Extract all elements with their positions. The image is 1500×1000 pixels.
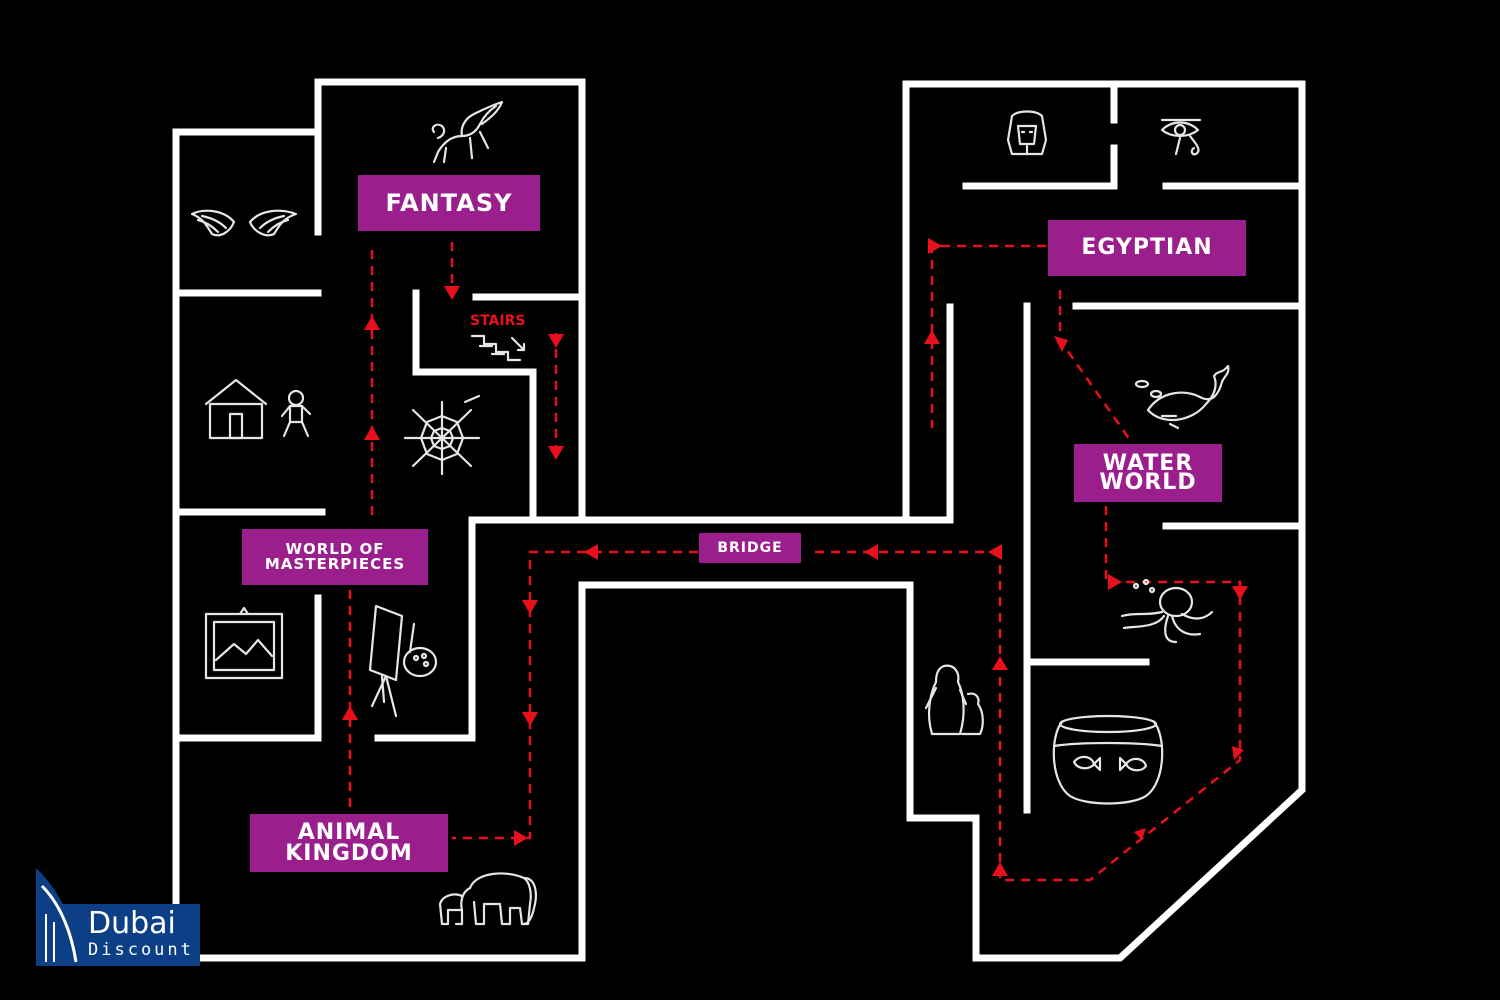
dubai-discount-logo: Dubai Discount [36, 866, 200, 966]
pharaoh-icon [1006, 110, 1048, 156]
zone-label-water-world[interactable]: WATER WORLD [1074, 444, 1222, 502]
burj-al-arab-icon [36, 868, 84, 966]
logo-word-dubai: Dubai [88, 906, 176, 941]
zone-label-masterpieces[interactable]: WORLD OF MASTERPIECES [242, 529, 428, 585]
penguins-icon [924, 664, 984, 736]
route-arrows [342, 238, 1248, 876]
gingerbread-man-icon [280, 389, 312, 438]
easel-icon [368, 604, 438, 718]
zone-label-bridge[interactable]: BRIDGE [699, 533, 801, 563]
hut-icon [204, 378, 268, 440]
wings-icon [190, 209, 298, 237]
spider-web-icon [403, 394, 481, 476]
octopus-icon [1120, 578, 1214, 644]
walls [172, 78, 1306, 962]
logo-word-discount: Discount [88, 940, 194, 960]
painting-icon [204, 606, 284, 680]
elephants-icon [438, 872, 537, 926]
stairs-icon [470, 334, 526, 362]
stairs-label: STAIRS [470, 313, 526, 329]
zone-label-fantasy[interactable]: FANTASY [358, 175, 540, 231]
eye-of-horus-icon [1160, 118, 1202, 156]
zone-label-egyptian[interactable]: EGYPTIAN [1048, 220, 1246, 276]
fishbowl-icon [1052, 714, 1164, 805]
zone-label-animal-kingdom[interactable]: ANIMAL KINGDOM [250, 814, 448, 872]
pegasus-icon [431, 100, 504, 164]
whale-icon [1134, 364, 1230, 430]
